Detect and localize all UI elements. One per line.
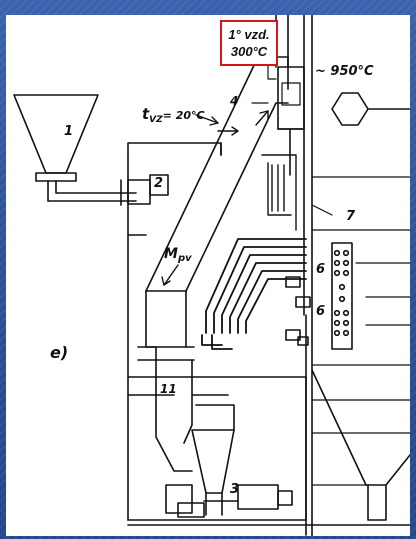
air-inlet-arrows [161, 110, 269, 286]
cyclone-separator [191, 394, 235, 516]
label-feeder-2: 2 [154, 176, 164, 191]
mill-3 [165, 484, 293, 518]
label-air-temperature: tVZ= 20°C [142, 105, 205, 125]
t-subscript: VZ [149, 115, 163, 125]
boiler-schematic-drawing [13, 15, 410, 536]
mpv-subscript: pv [177, 253, 192, 264]
t-symbol: t [142, 105, 150, 123]
label-furnace-7: 7 [346, 209, 356, 224]
callout-line-1: 1° vzd. [228, 27, 270, 42]
mill-casing [261, 154, 297, 231]
coal-hopper [13, 94, 137, 202]
t-value: = 20°C [162, 109, 205, 122]
label-hopper-1: 1 [64, 124, 74, 139]
technical-drawing-sheet: 1° vzd. 300°C 1 2 4 ~ 950°C tVZ= 20°C 7 … [6, 15, 410, 536]
label-actuator-6b: 6 [316, 304, 326, 319]
panel-label-e: e) [50, 343, 69, 362]
label-furnace-temperature: ~ 950°C [315, 64, 374, 79]
actuators-6 [285, 276, 311, 346]
label-mill-3: 3 [230, 482, 240, 497]
label-mass-flow: Mpv [164, 246, 192, 264]
brace [311, 204, 333, 216]
label-duct-4: 4 [230, 94, 239, 108]
burner-box [277, 66, 305, 176]
label-separator-11: 11 [160, 382, 177, 396]
furnace-levels [311, 176, 410, 486]
burner-nozzle-panel [331, 242, 353, 350]
label-actuator-6a: 6 [316, 262, 326, 277]
floor-base [127, 376, 410, 526]
mpv-symbol: M [164, 246, 178, 262]
air-temperature-callout: 1° vzd. 300°C [220, 20, 278, 66]
callout-line-2: 300°C [230, 44, 268, 59]
pulverized-coal-pipes [201, 238, 307, 350]
lower-duct [137, 290, 195, 472]
ash-hopper [311, 369, 410, 521]
furnace-inspection-hexagon [331, 92, 410, 126]
